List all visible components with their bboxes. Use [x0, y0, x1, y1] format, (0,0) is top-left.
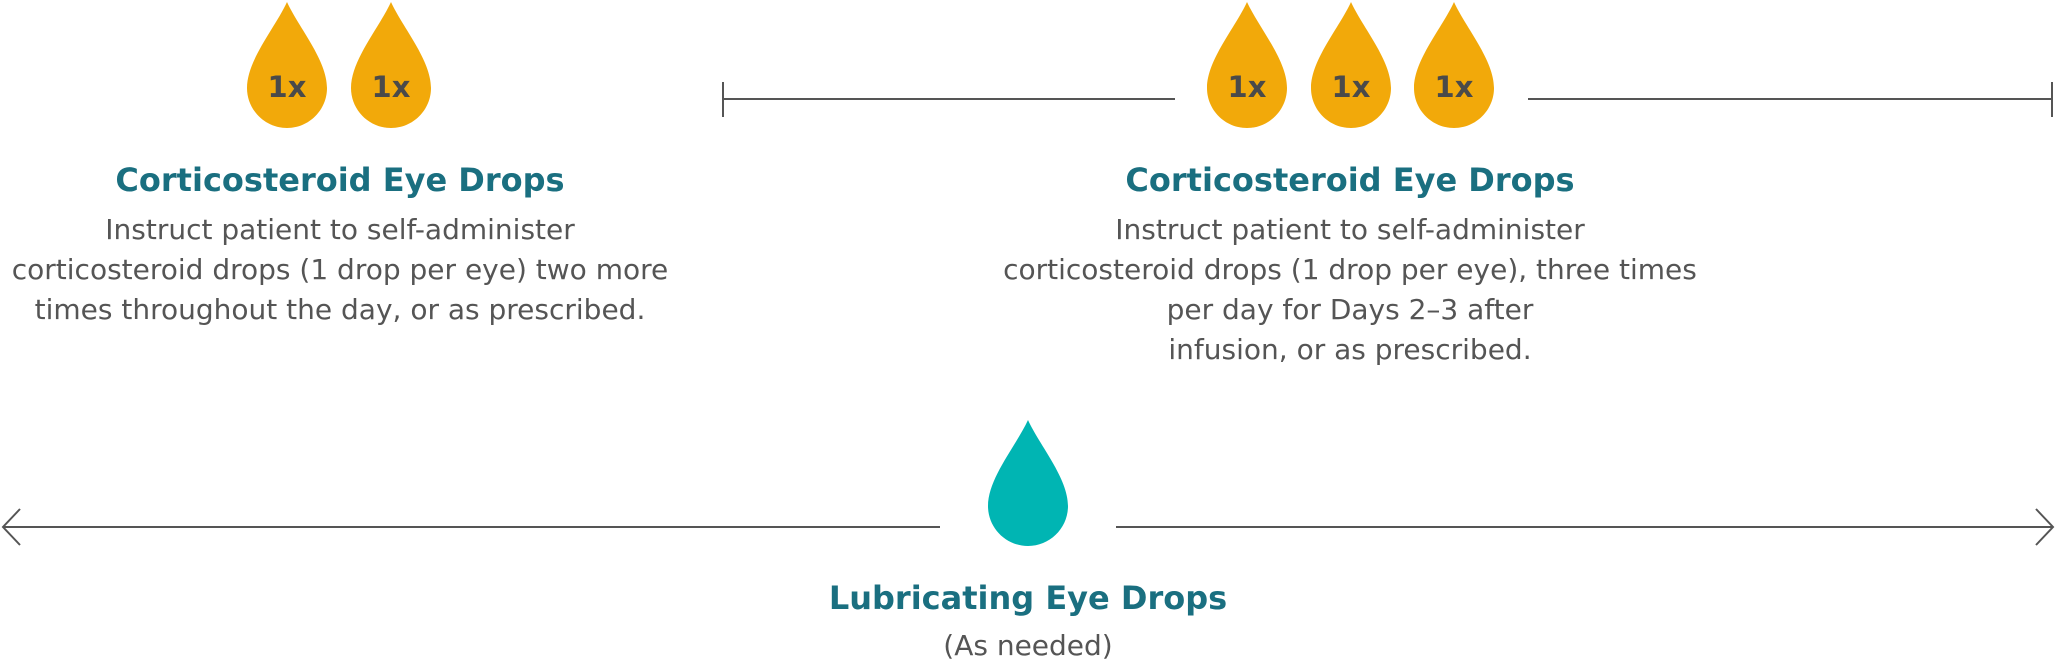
- lubricating-subtitle: (As needed): [943, 629, 1113, 662]
- description-line: per day for Days 2–3 after: [1166, 293, 1534, 326]
- description-line: Instruct patient to self-administer: [1115, 213, 1585, 246]
- drop-count-label: 1x: [1331, 70, 1371, 104]
- description-line: Instruct patient to self-administer: [105, 213, 575, 246]
- as-needed-right-arrowhead: [2035, 508, 2055, 546]
- morning-title: Corticosteroid Eye Drops: [115, 161, 565, 199]
- drop-icon-morning-2: 1x: [351, 0, 431, 128]
- description-line: infusion, or as prescribed.: [1168, 333, 1532, 366]
- description-line: corticosteroid drops (1 drop per eye), t…: [1003, 253, 1697, 286]
- drop-count-label: 1x: [1227, 70, 1267, 104]
- as-needed-left-arrowhead: [1, 508, 21, 546]
- drop-icon-days-3: 1x: [1414, 0, 1494, 128]
- drop-count-label: 1x: [1434, 70, 1474, 104]
- drop-icon-days-2: 1x: [1311, 0, 1391, 128]
- lubricating-drop-icon: [987, 418, 1069, 546]
- drop-icon-morning-1: 1x: [247, 0, 327, 128]
- description-line: times throughout the day, or as prescrib…: [34, 293, 646, 326]
- description-line: corticosteroid drops (1 drop per eye) tw…: [11, 253, 669, 286]
- morning-description: Instruct patient to self-administer cort…: [10, 210, 670, 330]
- drop-count-label: 1x: [371, 70, 411, 104]
- drop-icon-days-1: 1x: [1207, 0, 1287, 128]
- days-description: Instruct patient to self-administer cort…: [1000, 210, 1700, 370]
- drop-count-label: 1x: [267, 70, 307, 104]
- days-title: Corticosteroid Eye Drops: [1125, 161, 1575, 199]
- lubricating-title: Lubricating Eye Drops: [828, 579, 1228, 617]
